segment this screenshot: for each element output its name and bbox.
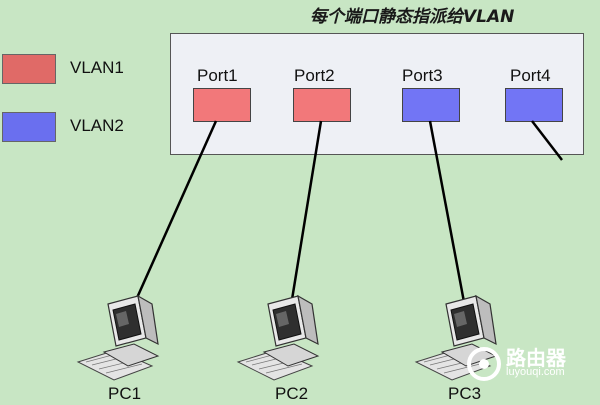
port-2 <box>293 88 351 122</box>
port-label-2: Port2 <box>294 66 335 85</box>
pc-label-2: PC2 <box>275 384 309 403</box>
cable-port4 <box>531 120 563 161</box>
port-label-1: Port1 <box>197 66 238 85</box>
legend-label-vlan2: VLAN2 <box>70 116 124 135</box>
computer-icon-pc2 <box>237 295 319 381</box>
computer-icon-pc1 <box>77 295 159 381</box>
cable-pc3-port3 <box>428 120 469 319</box>
cable-pc1-port1 <box>126 120 218 319</box>
pc-label-1: PC1 <box>108 384 142 403</box>
watermark: 路由器 luyouqi.com <box>462 338 592 388</box>
legend-swatch-vlan1 <box>2 54 56 84</box>
diagram-title: 每个端口静态指派给VLAN <box>310 7 515 27</box>
router-logo-icon <box>467 347 501 381</box>
legend-label-vlan1: VLAN1 <box>70 58 124 77</box>
port-label-4: Port4 <box>510 66 551 85</box>
legend-swatch-vlan2 <box>2 112 56 142</box>
port-label-3: Port3 <box>402 66 443 85</box>
port-1 <box>193 88 251 122</box>
port-4 <box>505 88 563 122</box>
watermark-url: luyouqi.com <box>506 366 565 378</box>
watermark-title: 路由器 <box>506 348 566 370</box>
pc-label-3: PC3 <box>448 384 482 403</box>
cable-pc2-port2 <box>287 120 323 319</box>
